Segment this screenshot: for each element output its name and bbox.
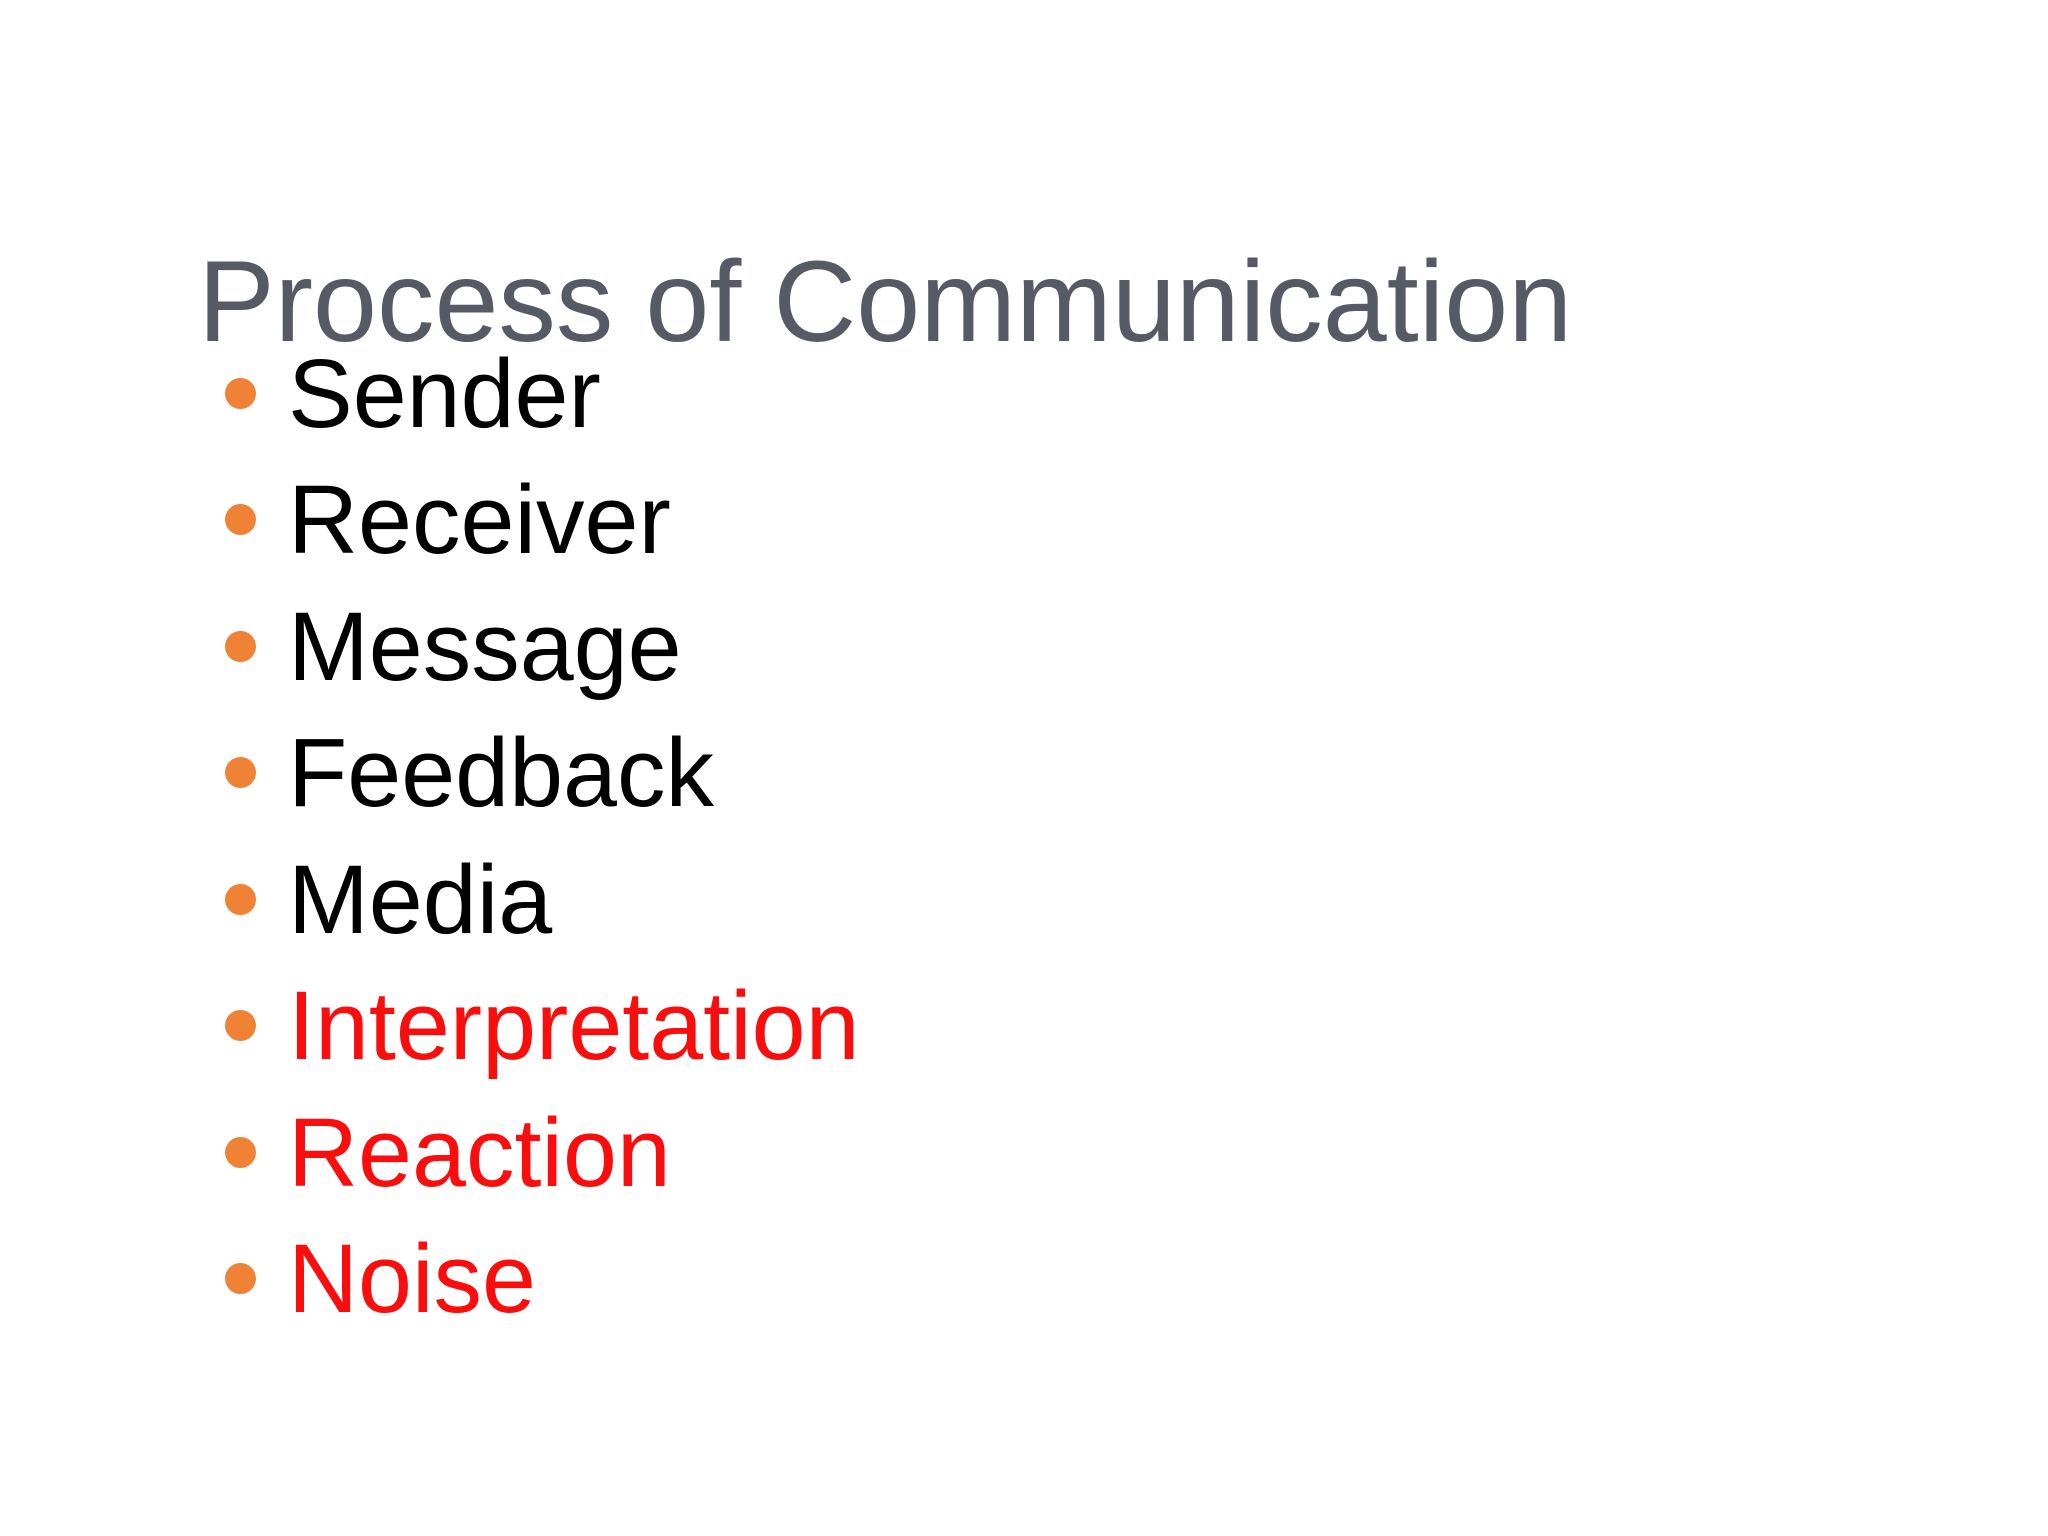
list-item-label: Interpretation [288,971,860,1081]
list-item-label: Noise [288,1224,536,1334]
bullet-icon [225,757,256,789]
bullet-icon [225,504,256,536]
list-item-label: Reaction [288,1097,671,1207]
list-item-label: Feedback [288,718,714,828]
list-item: Message [225,583,860,710]
bullet-icon [225,630,256,662]
bullet-icon [225,883,256,915]
list-item: Media [225,836,860,963]
page-title: Process of Communication [198,238,1573,367]
list-item: Feedback [225,710,860,837]
list-item: Interpretation [225,963,860,1090]
bullet-icon [225,1136,256,1168]
list-item-label: Receiver [288,465,671,575]
list-item: Sender [225,330,860,457]
list-item: Receiver [225,457,860,584]
bullet-list: Sender Receiver Message Feedback Media I… [225,330,860,1342]
list-item: Reaction [225,1089,860,1216]
bullet-icon [225,377,256,409]
list-item-label: Media [288,844,553,954]
list-item: Noise [225,1216,860,1343]
bullet-icon [225,1263,256,1295]
bullet-icon [225,1010,256,1042]
list-item-label: Sender [288,338,601,448]
list-item-label: Message [288,591,682,701]
